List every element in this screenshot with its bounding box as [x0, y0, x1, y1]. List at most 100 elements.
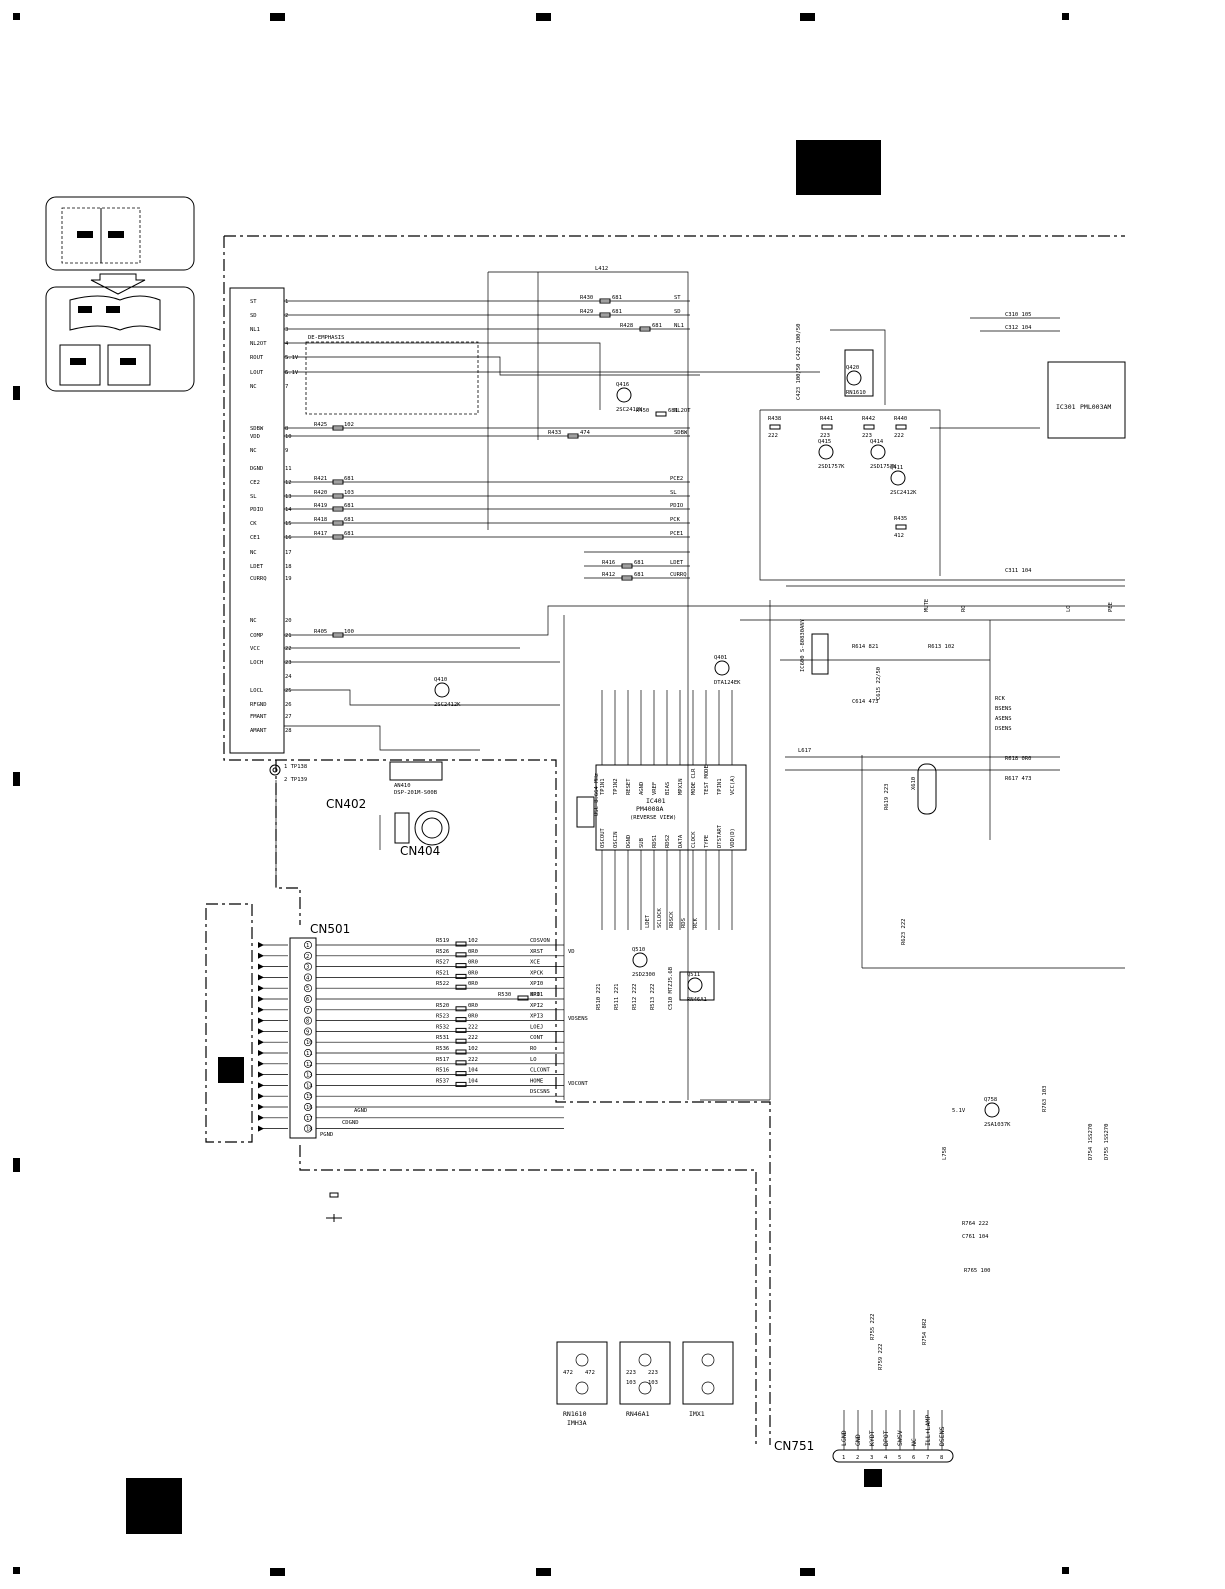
transistor-type: 2SA1037K: [984, 1122, 1011, 1128]
net-label: LDET: [670, 560, 684, 566]
resistor: [895, 524, 907, 530]
svg-text:PM4008A: PM4008A: [636, 805, 663, 813]
array-box: [619, 1341, 671, 1405]
resistor: [517, 995, 529, 1001]
svg-text:PML003AM: PML003AM: [1080, 403, 1111, 411]
transistor-symbol: [687, 977, 703, 993]
resistor: [769, 424, 781, 430]
ic-pin-label: AGND: [639, 782, 645, 795]
resistor-ref: R428: [620, 323, 633, 329]
pin-number: 7: [285, 384, 288, 390]
resistor-ref: R532: [436, 1024, 449, 1030]
connector-pin-number: 5: [306, 986, 309, 992]
resistor-ref: R530: [498, 992, 511, 998]
array-value: 103: [648, 1380, 658, 1386]
resistor-value: 104: [468, 1078, 479, 1084]
connector-pin-number: 8: [306, 1019, 309, 1025]
part-label: R510 221: [596, 984, 602, 1011]
resistor: [455, 984, 467, 990]
resistor-ref: R517: [436, 1057, 449, 1063]
pin-label: NC: [250, 550, 257, 556]
pin-number: 27: [285, 714, 292, 720]
ic-pin-label: TEST MODE: [704, 765, 710, 795]
array-sub: IMH3A: [567, 1419, 587, 1427]
connector-pin: [304, 1070, 312, 1079]
connector-pin: [304, 973, 312, 982]
connector-pin-number: 9: [306, 1029, 309, 1035]
pin-label: LOCL: [250, 688, 264, 694]
part-label: X610: [911, 777, 917, 790]
capacitor-label: C312 104: [1005, 325, 1032, 331]
page-index-icon: [45, 196, 195, 392]
transistors: Q4162SC2412KQ4152SD1757KQ4142SD1757KQ411…: [434, 349, 1011, 1128]
pin-number: 9: [285, 448, 288, 454]
pin-number: 22: [285, 646, 292, 652]
transistor-type: 2SC2412K: [890, 490, 917, 496]
pin-label: NC: [250, 448, 257, 454]
ground-label: AGND: [354, 1108, 367, 1114]
pin-label: NC: [250, 384, 257, 390]
net-label: PCK: [670, 517, 681, 523]
connector-pin: [304, 984, 312, 993]
resistor: [567, 433, 579, 439]
connector-pin-number: 18: [306, 1127, 313, 1133]
net-label: XRST: [530, 949, 544, 955]
part-label: C510 MTZJ5.6B: [668, 966, 674, 1010]
resistor-ref: R450: [636, 408, 649, 414]
net-label: SL: [670, 490, 677, 496]
connector-pin-number: 14: [306, 1083, 313, 1089]
connector-pin-number: 1: [306, 943, 309, 949]
net-label: SCLOCK: [657, 907, 663, 928]
net-label: VD: [568, 949, 575, 955]
resistor-value: 681: [612, 309, 622, 315]
ic-pin-label: SUB: [639, 837, 645, 848]
pin-label: SL: [250, 494, 257, 500]
capacitor-label: C422 100/50: [796, 324, 802, 360]
pin-number: 6: [285, 370, 288, 376]
transistor-symbol: [575, 1353, 589, 1367]
ic-pin-label: TP1N2: [613, 778, 619, 795]
ic-pin-label: VCC(A): [730, 775, 736, 795]
resistor-value: 222: [468, 1057, 478, 1063]
resistor: [863, 424, 875, 430]
net-label: PCE1: [670, 531, 683, 537]
pin-number: 14: [285, 507, 292, 513]
connector-pin-number: 12: [306, 1062, 313, 1068]
resistor-value: 681: [634, 572, 644, 578]
pin-label: LOCH: [250, 660, 263, 666]
resistor: [821, 424, 833, 430]
net-label: CONT: [530, 1035, 544, 1041]
connector-pin: [304, 1081, 312, 1090]
connector-pin-number: 6: [912, 1455, 915, 1461]
transistor-ref: Q758: [984, 1097, 997, 1103]
connector-pin-number: 10: [306, 1040, 313, 1046]
transistor-ref: Q411: [890, 465, 903, 471]
resistor-ref: R416: [602, 560, 615, 566]
part-label: R511 221: [614, 984, 620, 1011]
resistor: [455, 1027, 467, 1033]
resistor-ref: R531: [436, 1035, 449, 1041]
resistor-value: 0R0: [468, 1003, 478, 1009]
transistor-type: RN1610: [846, 390, 866, 396]
transistor-symbol: [870, 444, 886, 460]
net-label: VDCONT: [568, 1081, 589, 1087]
resistor-ref: R412: [602, 572, 615, 578]
pin-number: 4: [285, 341, 289, 347]
pin-number: 11: [285, 466, 292, 472]
resistor-ref: R527: [436, 960, 449, 966]
pin-label: NC: [250, 618, 257, 624]
connector-pin-number: 16: [306, 1105, 313, 1111]
resistor-value: 222: [468, 1035, 478, 1041]
net-label: LO: [530, 1057, 537, 1063]
pin-label: VCC: [250, 646, 260, 652]
ic-pin-label: DGND: [626, 835, 632, 848]
pin-label: LOUT: [250, 370, 264, 376]
resistor-ref: R425: [314, 422, 327, 428]
resistor-ref: R435: [894, 516, 907, 522]
pin-label: CE1: [250, 535, 260, 541]
net-label: CDSVON: [530, 938, 550, 944]
net-label: CLCONT: [530, 1068, 551, 1074]
transistor-ref: Q510: [632, 947, 645, 953]
